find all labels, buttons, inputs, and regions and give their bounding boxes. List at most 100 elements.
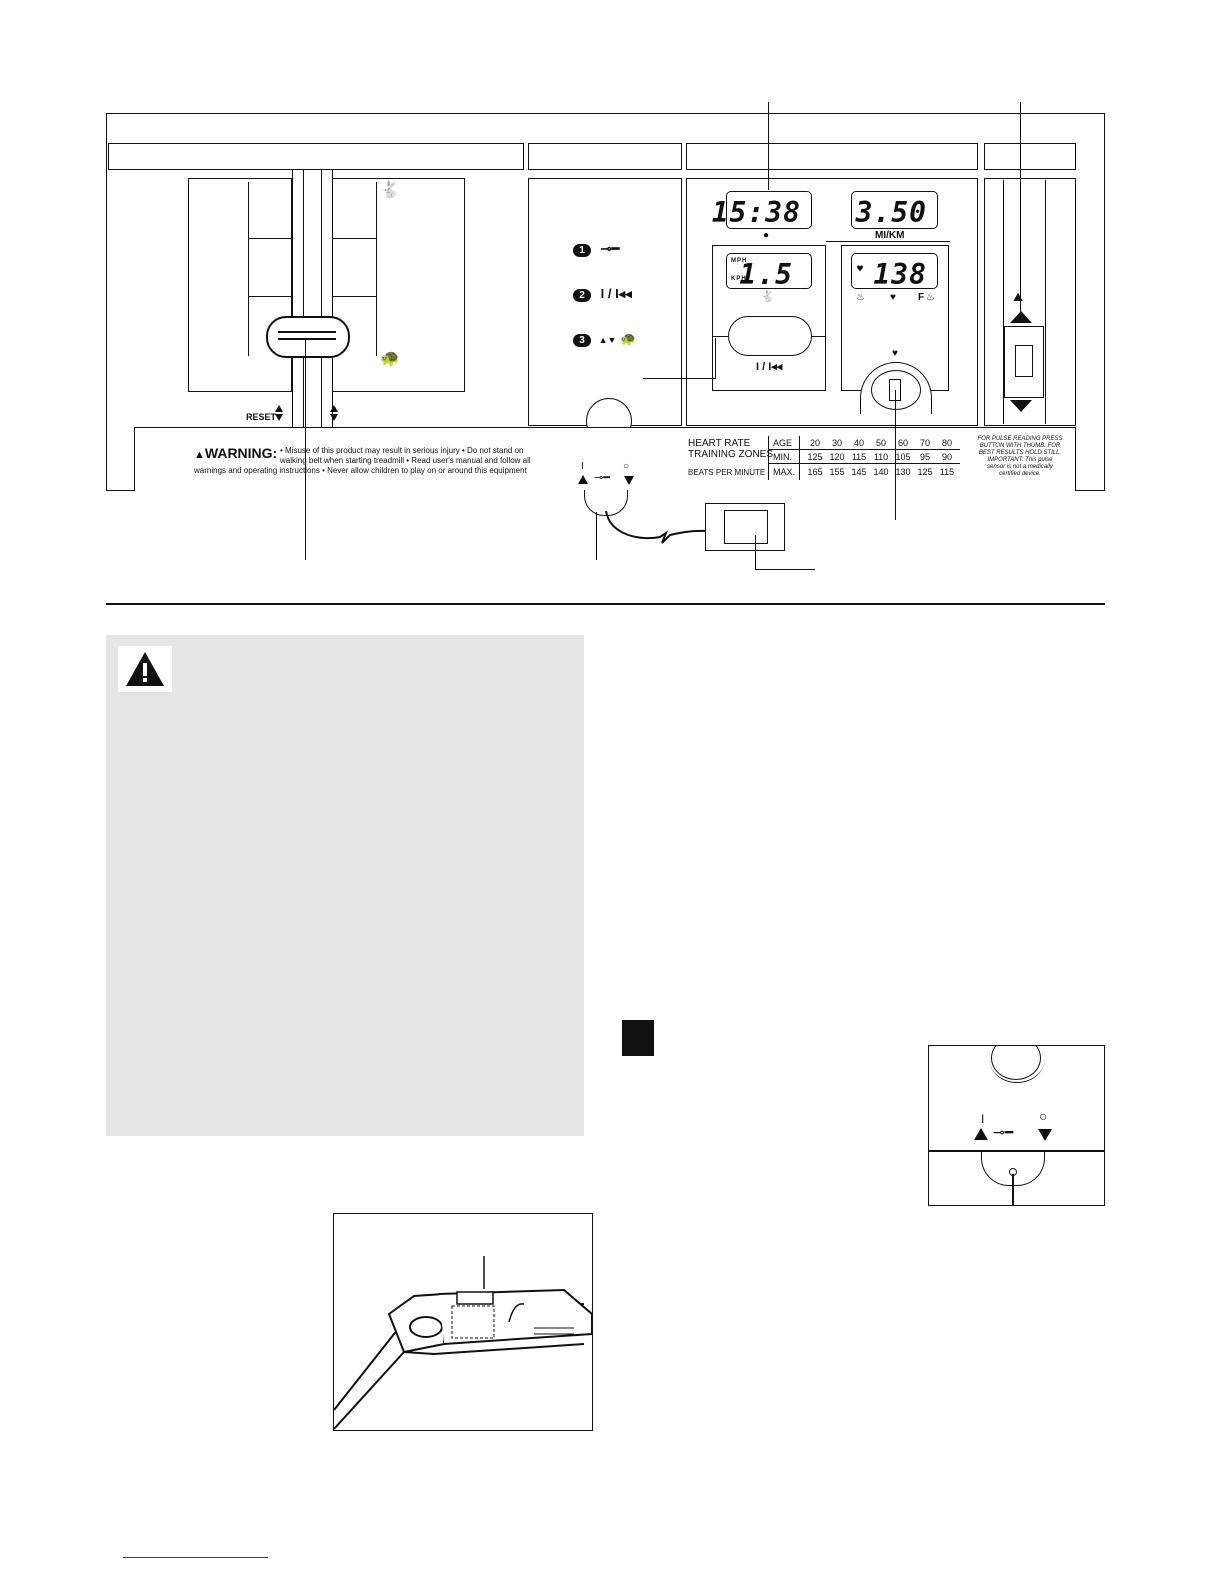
hr-cell-ages: 20 bbox=[809, 438, 820, 448]
hr-bpm-label: BEATS PER MINUTE bbox=[688, 468, 766, 477]
leader-speed bbox=[305, 340, 306, 560]
hr-cell-ages: 40 bbox=[853, 438, 864, 448]
key-closeup-figure: I ○ ⊸━ bbox=[928, 1045, 1105, 1206]
step-2-badge: 2 bbox=[573, 289, 591, 302]
hr-cell-max: 115 bbox=[939, 467, 955, 477]
leader-pulse bbox=[895, 390, 896, 520]
incline-down-arrow bbox=[1010, 400, 1032, 412]
incline-rocker[interactable] bbox=[1004, 326, 1044, 398]
hr-cell-ages: 70 bbox=[919, 438, 930, 448]
leader-time bbox=[768, 102, 769, 190]
off-arrow bbox=[624, 476, 634, 485]
warning-title-row: ▲WARNING: bbox=[194, 445, 277, 461]
hr-cell-min: 105 bbox=[895, 452, 911, 462]
leader-start bbox=[643, 378, 715, 379]
clip-figure bbox=[333, 1213, 593, 1431]
step-3-arrows: ▲▼ bbox=[598, 335, 617, 345]
hr-title-2: TRAINING ZONES bbox=[688, 449, 774, 460]
leader-clip bbox=[755, 535, 756, 569]
turtle-icon: 🐢 bbox=[380, 350, 400, 367]
step-3: 3 ▲▼ 🐢 bbox=[573, 331, 636, 347]
rabbit-icon: 🐇 bbox=[761, 291, 775, 303]
warning-triangle-icon bbox=[126, 652, 164, 686]
step-2: 2 I / I◂◂ bbox=[573, 286, 632, 302]
safety-key-cord bbox=[605, 510, 711, 544]
incline-arrows bbox=[330, 405, 338, 421]
steps-panel bbox=[528, 178, 682, 426]
hr-title-1: HEART RATE bbox=[688, 438, 751, 449]
speed-grid-r bbox=[332, 182, 377, 356]
distance-display: 3.50 bbox=[851, 191, 938, 229]
pulse-note-3: BEST RESULTS HOLD STILL. bbox=[978, 450, 1062, 456]
caution-box bbox=[106, 635, 584, 1136]
pulse-note-5: sensor is not a medically bbox=[987, 464, 1053, 470]
speed-slider-knob[interactable] bbox=[266, 316, 350, 358]
key-off-label: ○ bbox=[1039, 1108, 1048, 1124]
pulse-note-6: certified device. bbox=[999, 471, 1041, 477]
pulse-note-2: BUTTON WITH THUMB. FOR bbox=[979, 443, 1061, 449]
warning-strip bbox=[134, 427, 1076, 491]
speed-unit-mph: MPH bbox=[731, 258, 748, 264]
key-on-label: I bbox=[581, 461, 584, 472]
hr-cell-ages: 30 bbox=[831, 438, 842, 448]
hr-cell-max: 125 bbox=[917, 467, 933, 477]
turtle-icon: 🐢 bbox=[620, 331, 637, 346]
leader-start-v bbox=[715, 338, 716, 379]
warning-text-1: • Misuse of this product may result in s… bbox=[280, 446, 524, 455]
hr-title: HEART RATE TRAINING ZONES bbox=[688, 438, 773, 460]
step-3-badge: 3 bbox=[573, 334, 591, 347]
rabbit-icon: 🐇 bbox=[380, 182, 400, 199]
key-icon: ⊸━ bbox=[600, 241, 620, 256]
leader-incline bbox=[1020, 102, 1021, 322]
speed-track-left-panel bbox=[188, 178, 292, 392]
hr-cell-min: 115 bbox=[851, 452, 867, 462]
flame-icon: ♨ bbox=[856, 292, 865, 303]
key-icon: ⊸━ bbox=[993, 1124, 1014, 1140]
warning-title: WARNING: bbox=[204, 445, 278, 461]
hr-cell-max: 130 bbox=[895, 467, 911, 477]
hr-cell-max: 140 bbox=[873, 467, 889, 477]
safety-key-clip bbox=[705, 503, 785, 551]
pulse-note: FOR PULSE READING PRESS BUTTON WITH THUM… bbox=[970, 436, 1070, 478]
hr-max-label: MAX. bbox=[773, 467, 796, 477]
section-divider bbox=[106, 603, 1105, 605]
hr-cell-min: 110 bbox=[873, 452, 889, 462]
header-bar-display bbox=[686, 143, 978, 170]
reset-label: RESET bbox=[246, 412, 277, 422]
time-display: 15:38 bbox=[712, 191, 812, 229]
warning-text-3: warnings and operating instructions • Ne… bbox=[194, 466, 527, 475]
footer-underline bbox=[123, 1557, 268, 1558]
speed-grid bbox=[248, 182, 293, 356]
hr-cell-max: 145 bbox=[851, 467, 867, 477]
key-on-off-row: I ○ ⊸━ bbox=[576, 461, 636, 485]
header-bar-left bbox=[108, 143, 524, 170]
hr-cell-max: 155 bbox=[829, 467, 845, 477]
fitness-flame-label: F bbox=[918, 292, 925, 303]
step-2-label: I / I◂◂ bbox=[600, 286, 632, 301]
hr-min-label: MIN. bbox=[773, 452, 792, 462]
off-arrow bbox=[1038, 1129, 1052, 1141]
clip-illustration bbox=[334, 1256, 592, 1430]
on-arrow bbox=[974, 1128, 988, 1140]
hr-cell-min: 90 bbox=[941, 452, 952, 462]
pulse-note-1: FOR PULSE READING PRESS bbox=[977, 436, 1063, 442]
heart-icon: ♥ bbox=[890, 292, 896, 303]
key-icon: ⊸━ bbox=[594, 472, 610, 484]
incline-up-arrow bbox=[1010, 311, 1032, 323]
pulse-sensor-button[interactable] bbox=[871, 370, 921, 410]
hr-age-label: AGE bbox=[773, 438, 793, 448]
flame-icon: ♨ bbox=[926, 292, 935, 303]
incline-icon: ⛰ bbox=[1013, 290, 1024, 304]
on-arrow bbox=[578, 475, 588, 484]
start-button[interactable] bbox=[728, 316, 812, 356]
pulse-display: ♥ 138 bbox=[851, 253, 938, 291]
step-1-badge: 1 bbox=[573, 244, 591, 257]
start-button-label: I / I◂◂ bbox=[756, 361, 783, 373]
hr-cell-min: 125 bbox=[807, 452, 823, 462]
warning-text-2: walking belt when starting treadmill • R… bbox=[280, 456, 531, 465]
key-on-label: I bbox=[981, 1112, 985, 1126]
header-bar-right bbox=[984, 143, 1076, 170]
step-marker bbox=[622, 1020, 654, 1056]
heart-icon: ♥ bbox=[892, 348, 898, 359]
pulse-note-4: IMPORTANT: This pulse bbox=[987, 457, 1053, 463]
